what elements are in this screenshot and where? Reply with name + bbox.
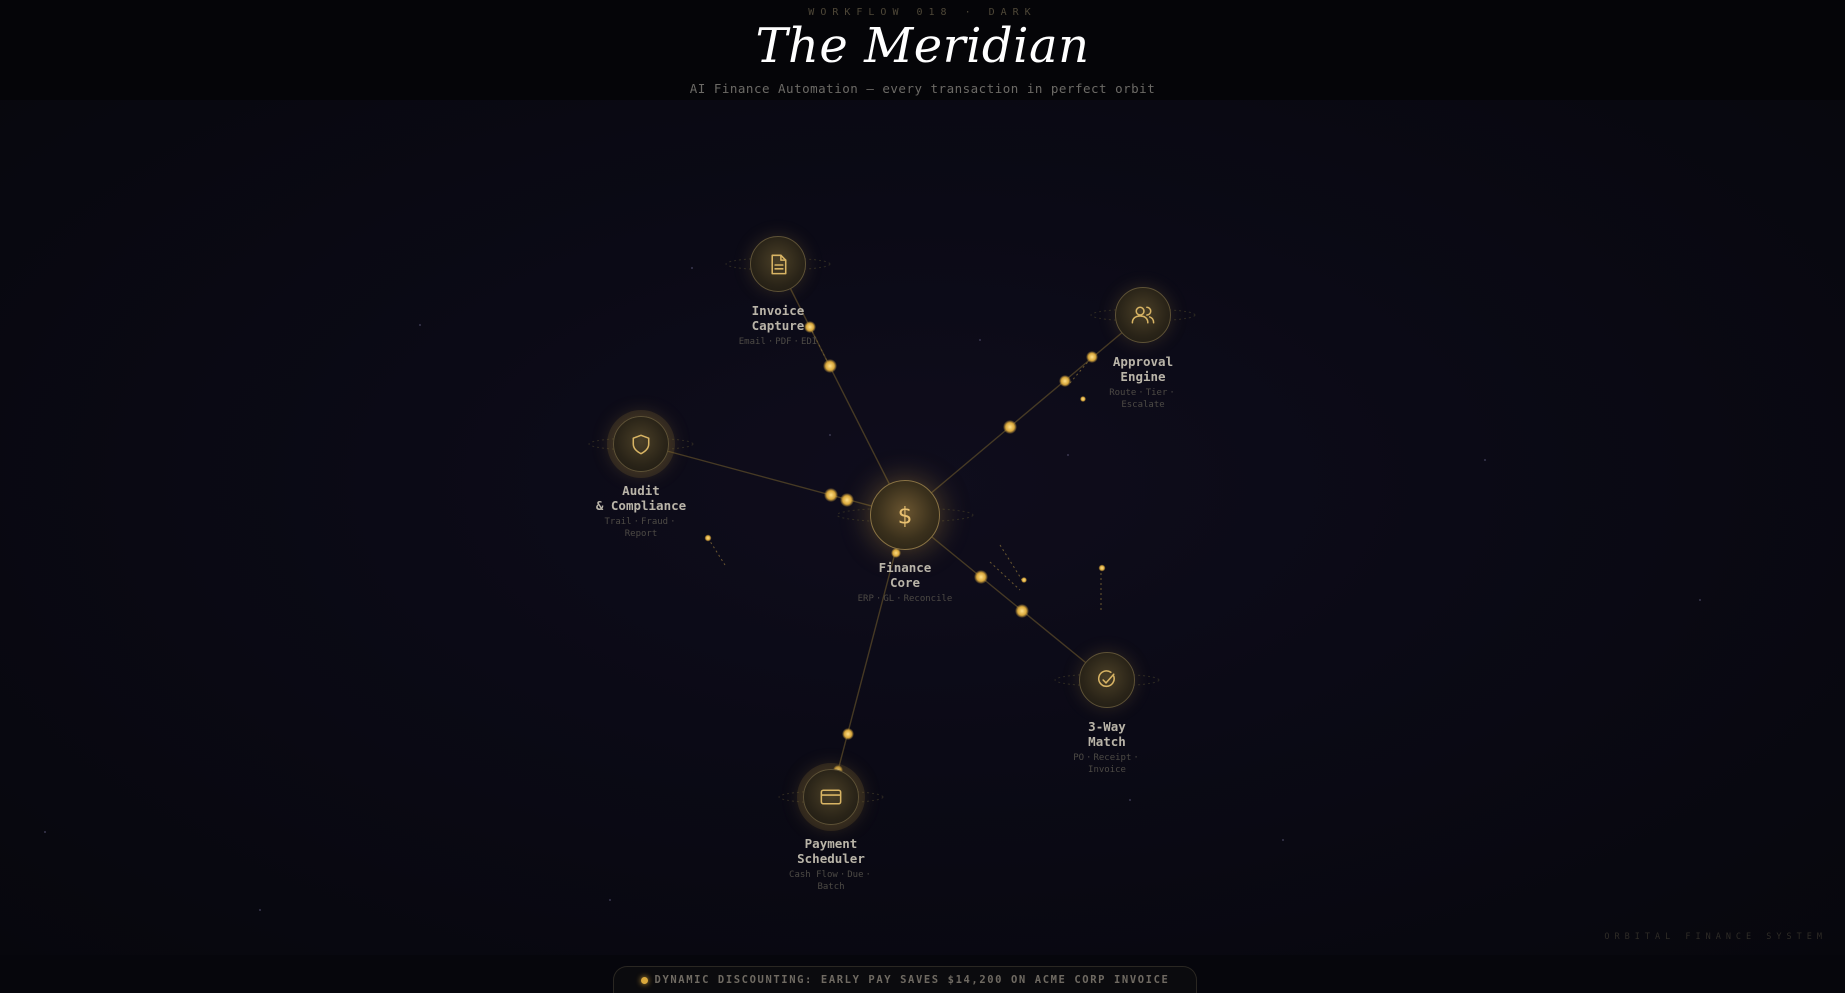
packet-dot bbox=[1003, 420, 1017, 434]
packet-dot bbox=[1086, 351, 1098, 363]
packet-dot bbox=[823, 359, 837, 373]
link-approval-core bbox=[904, 314, 1144, 516]
check-circle-icon bbox=[1097, 670, 1115, 688]
packet-dot bbox=[1015, 604, 1029, 618]
node-name: Audit & Compliance bbox=[595, 483, 687, 513]
banner-text: DYNAMIC DISCOUNTING: EARLY PAY SAVES $14… bbox=[654, 974, 1170, 986]
packet-dot bbox=[840, 493, 854, 507]
packet-dot bbox=[1059, 375, 1071, 387]
packet-dot bbox=[1098, 564, 1106, 572]
workflow-eyebrow: WORKFLOW 018 · DARK bbox=[808, 7, 1037, 18]
page-title: The Meridian bbox=[755, 18, 1090, 74]
label-payment-scheduler: Payment Scheduler Cash Flow·Due·Batch bbox=[731, 836, 931, 893]
connection-lines bbox=[640, 263, 1144, 798]
star-field bbox=[44, 267, 1701, 911]
packet-dot bbox=[891, 548, 901, 558]
orbit-rings bbox=[588, 257, 1196, 804]
node-tags: Trail·Fraud·Report bbox=[604, 517, 676, 539]
node-tags: PO·Receipt·Invoice bbox=[1073, 753, 1139, 775]
label-3way-match: 3-Way Match PO·Receipt·Invoice bbox=[1007, 719, 1207, 776]
node-tags: ERP·GL·Reconcile bbox=[857, 594, 953, 604]
node-tags: Email·PDF·EDI bbox=[738, 337, 818, 347]
link-match-core bbox=[904, 514, 1108, 681]
node-3way-match[interactable] bbox=[1079, 652, 1135, 708]
node-tags: Cash Flow·Due·Batch bbox=[789, 870, 871, 892]
page-subtitle: AI Finance Automation — every transactio… bbox=[689, 81, 1156, 96]
dotted-trails bbox=[707, 326, 1102, 612]
label-audit-compliance: Audit & Compliance Trail·Fraud·Report bbox=[541, 483, 741, 540]
card-icon bbox=[820, 789, 842, 805]
document-icon bbox=[771, 254, 787, 275]
node-name: Finance Core bbox=[878, 560, 932, 590]
node-name: Approval Engine bbox=[1112, 354, 1174, 384]
link-payment-core bbox=[830, 514, 906, 798]
packet-dot bbox=[1080, 396, 1086, 402]
node-finance-core[interactable]: $ bbox=[870, 480, 940, 550]
node-name: Payment Scheduler bbox=[797, 836, 865, 866]
node-name: 3-Way Match bbox=[1088, 719, 1126, 749]
shield-icon bbox=[632, 434, 650, 455]
status-dot-icon bbox=[640, 977, 648, 984]
dollar-icon: $ bbox=[898, 503, 913, 530]
packet-dot bbox=[824, 488, 838, 502]
node-approval-engine[interactable] bbox=[1115, 287, 1171, 343]
label-finance-core: Finance Core ERP·GL·Reconcile bbox=[805, 560, 1005, 605]
corner-system-label: ORBITAL FINANCE SYSTEM bbox=[1604, 932, 1827, 942]
packet-dot bbox=[1021, 577, 1027, 583]
link-invoice-core bbox=[777, 263, 906, 516]
header: WORKFLOW 018 · DARK The Meridian AI Fina… bbox=[0, 0, 1845, 100]
node-audit-compliance[interactable] bbox=[613, 416, 669, 472]
node-tags: Route·Tier·Escalate bbox=[1109, 388, 1175, 410]
label-approval-engine: Approval Engine Route·Tier·Escalate bbox=[1043, 354, 1243, 411]
label-invoice-capture: Invoice Capture Email·PDF·EDI bbox=[678, 303, 878, 348]
data-packets bbox=[704, 321, 1106, 775]
packet-dot bbox=[842, 728, 854, 740]
svg-text:$: $ bbox=[898, 503, 913, 530]
discount-banner[interactable]: DYNAMIC DISCOUNTING: EARLY PAY SAVES $14… bbox=[613, 966, 1197, 993]
node-invoice-capture[interactable] bbox=[750, 236, 806, 292]
users-icon bbox=[1131, 306, 1155, 324]
packet-dot bbox=[974, 570, 988, 584]
packet-dot bbox=[704, 534, 712, 542]
node-name: Invoice Capture bbox=[751, 303, 805, 333]
link-audit-core bbox=[640, 443, 906, 516]
packet-dot bbox=[804, 321, 816, 333]
node-payment-scheduler[interactable] bbox=[803, 769, 859, 825]
